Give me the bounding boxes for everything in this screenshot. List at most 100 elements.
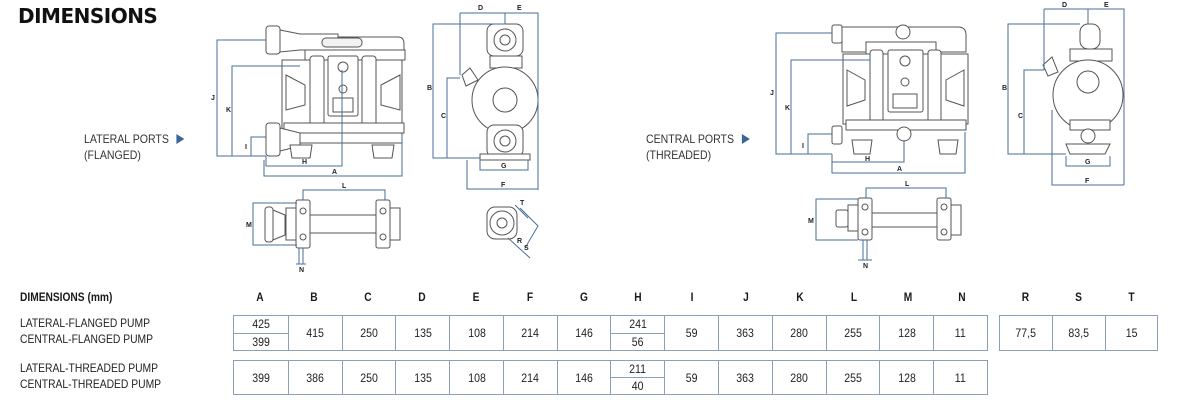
cell-value-central: 399	[234, 332, 288, 351]
cell-d: 135	[395, 361, 449, 394]
column-header-r: R	[1021, 290, 1030, 304]
lateral-ports-subtext: (FLANGED)	[84, 148, 141, 162]
dim-label-a: A	[332, 169, 337, 176]
dim-label-a: A	[897, 166, 902, 173]
row-label-central-flanged: CENTRAL-FLANGED PUMP	[20, 331, 154, 346]
column-header-k: K	[796, 290, 804, 304]
cell-s: 83,5	[1052, 316, 1104, 350]
column-header-a: A	[256, 290, 264, 304]
cell-c: 250	[341, 316, 396, 350]
cell-l: 255	[825, 361, 880, 394]
column-header-m: M	[903, 290, 913, 304]
dim-label-k: K	[785, 105, 790, 112]
page-title: DIMENSIONS	[18, 4, 158, 28]
central-ports-text: CENTRAL PORTS	[646, 132, 735, 146]
row-label-group-2: LATERAL-THREADED PUMP CENTRAL-THREADED P…	[20, 361, 161, 392]
dim-label-f: F	[501, 182, 506, 189]
column-header-f: F	[526, 290, 534, 304]
column-header-c: C	[364, 290, 372, 304]
dim-label-l: L	[905, 181, 910, 188]
row-label-central-threaded: CENTRAL-THREADED PUMP	[20, 376, 162, 391]
cell-value-lateral: 241	[629, 317, 647, 332]
threaded-front-view	[831, 24, 969, 155]
threaded-top-dimensions: L M N	[808, 181, 947, 270]
cell-t: 15	[1104, 316, 1157, 350]
row-label-lateral-flanged: LATERAL-FLANGED PUMP	[20, 316, 150, 330]
lateral-ports-text: LATERAL PORTS	[84, 132, 169, 146]
cell-value-central: 56	[611, 332, 665, 351]
threaded-pump-drawings: J K I H A D E B C G F	[770, 2, 1125, 270]
dim-label-g: G	[1085, 159, 1091, 166]
cell-i: 59	[664, 316, 718, 350]
dim-label-f: F	[1085, 178, 1090, 185]
column-header-d: D	[418, 290, 426, 304]
flanged-side-view	[461, 23, 539, 161]
column-header-h: H	[634, 290, 642, 304]
dim-label-i: I	[245, 144, 247, 151]
dim-label-l: L	[342, 183, 347, 190]
cell-e: 108	[449, 316, 503, 350]
cell-d: 135	[395, 316, 449, 350]
column-header-b: B	[310, 290, 318, 304]
cell-k: 280	[771, 316, 826, 350]
arrow-right-icon	[176, 134, 185, 144]
column-header-s: S	[1075, 290, 1082, 304]
column-header-t: T	[1128, 290, 1135, 304]
cell-l: 255	[825, 316, 880, 350]
dim-label-h: H	[302, 159, 307, 166]
cell-b: 415	[287, 316, 342, 350]
cell-e: 108	[449, 361, 503, 394]
row-label-group-1: LATERAL-FLANGED PUMP CENTRAL-FLANGED PUM…	[20, 316, 153, 347]
dim-label-t: T	[520, 200, 525, 207]
dim-label-m: M	[808, 218, 814, 225]
cell-b: 386	[287, 361, 342, 394]
dim-label-r: R	[517, 238, 522, 245]
cell-f: 214	[502, 316, 557, 350]
flanged-side-dimensions: D E B C G F	[427, 5, 539, 190]
dim-label-j: J	[770, 90, 774, 97]
cell-j: 363	[718, 361, 772, 394]
cell-value-central: 40	[611, 377, 665, 394]
flanged-front-dimensions: J K I H A	[211, 39, 403, 177]
column-header-j: J	[743, 290, 749, 304]
dim-label-n: N	[863, 263, 868, 270]
flange-port-detail: T R S	[486, 200, 539, 259]
threaded-front-dimensions: J K I H A	[770, 32, 966, 174]
column-header-g: G	[580, 290, 588, 304]
cell-g: 146	[556, 361, 611, 394]
dim-label-e: E	[517, 5, 522, 12]
column-header-i: I	[690, 290, 694, 304]
threaded-top-view	[835, 197, 962, 241]
dim-label-j: J	[211, 95, 215, 102]
dim-label-g: G	[501, 163, 507, 170]
cell-value-lateral: 211	[629, 362, 647, 376]
threaded-side-dimensions: D E B C G F	[1002, 2, 1125, 186]
cell-m: 128	[879, 361, 933, 394]
threaded-side-view	[1042, 23, 1124, 155]
central-ports-subtext: (THREADED)	[646, 148, 712, 162]
cell-n: 11	[933, 316, 987, 350]
row-label-lateral-threaded: LATERAL-THREADED PUMP	[20, 361, 159, 375]
dim-label-c: C	[441, 113, 446, 120]
cell-value-lateral: 425	[252, 317, 270, 332]
cell-k: 280	[771, 361, 826, 394]
cell-g: 146	[556, 316, 611, 350]
lateral-ports-label: LATERAL PORTS (FLANGED)	[84, 131, 185, 163]
cell-j: 363	[718, 316, 772, 350]
dim-label-k: K	[226, 107, 231, 114]
arrow-right-icon	[741, 134, 750, 144]
flanged-pump-drawings: J K I H A D E B C G F	[211, 5, 539, 274]
column-header-n: N	[958, 290, 966, 304]
central-ports-label: CENTRAL PORTS (THREADED)	[646, 131, 750, 163]
cell-m: 128	[879, 316, 933, 350]
cell-f: 214	[502, 361, 557, 394]
column-header-e: E	[472, 290, 480, 304]
cell-n: 11	[933, 361, 987, 394]
dim-label-e: E	[1104, 2, 1109, 9]
